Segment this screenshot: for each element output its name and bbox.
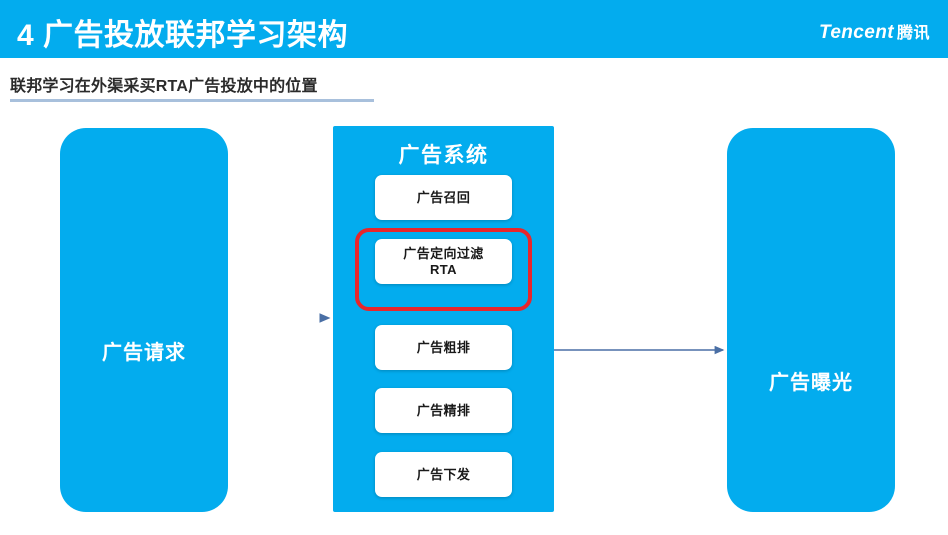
flow-node-ad-system: 广告系统 广告召回 广告定向过滤 RTA 广告粗排 广告精排 广告下发 [333, 126, 554, 512]
header-band: 4 广告投放联邦学习架构 Tencent 腾讯 [0, 0, 948, 58]
stage-box-ad-targeting-rta: 广告定向过滤 RTA [375, 239, 512, 284]
flow-node-ad-exposure: 广告曝光 [727, 128, 895, 512]
subtitle-divider [10, 99, 374, 102]
stage-box-ad-recall: 广告召回 [375, 175, 512, 220]
flow-node-ad-exposure-label: 广告曝光 [769, 371, 853, 394]
page-title: 4 广告投放联邦学习架构 [17, 19, 349, 52]
stage-box-ad-recall-label: 广告召回 [416, 189, 471, 205]
brand-cjk-text: 腾讯 [896, 25, 930, 42]
stage-box-ad-delivery: 广告下发 [375, 452, 512, 497]
flow-node-ad-request: 广告请求 [60, 128, 228, 512]
stage-box-ad-delivery-label: 广告下发 [416, 466, 471, 482]
stage-box-ad-fine-ranking-label: 广告精排 [416, 402, 471, 418]
subtitle: 联邦学习在外渠采买RTA广告投放中的位置 [10, 78, 318, 95]
flow-node-ad-system-title: 广告系统 [398, 144, 489, 167]
flow-node-ad-request-label: 广告请求 [102, 341, 186, 364]
stage-box-ad-fine-ranking: 广告精排 [375, 388, 512, 433]
tencent-logo: Tencent 腾讯 [819, 19, 930, 44]
stage-box-ad-targeting-rta-label: 广告定向过滤 RTA [403, 246, 484, 277]
brand-latin-text: Tencent [819, 22, 894, 43]
stage-box-ad-coarse-ranking: 广告粗排 [375, 325, 512, 370]
stage-box-ad-coarse-ranking-label: 广告粗排 [416, 339, 471, 355]
